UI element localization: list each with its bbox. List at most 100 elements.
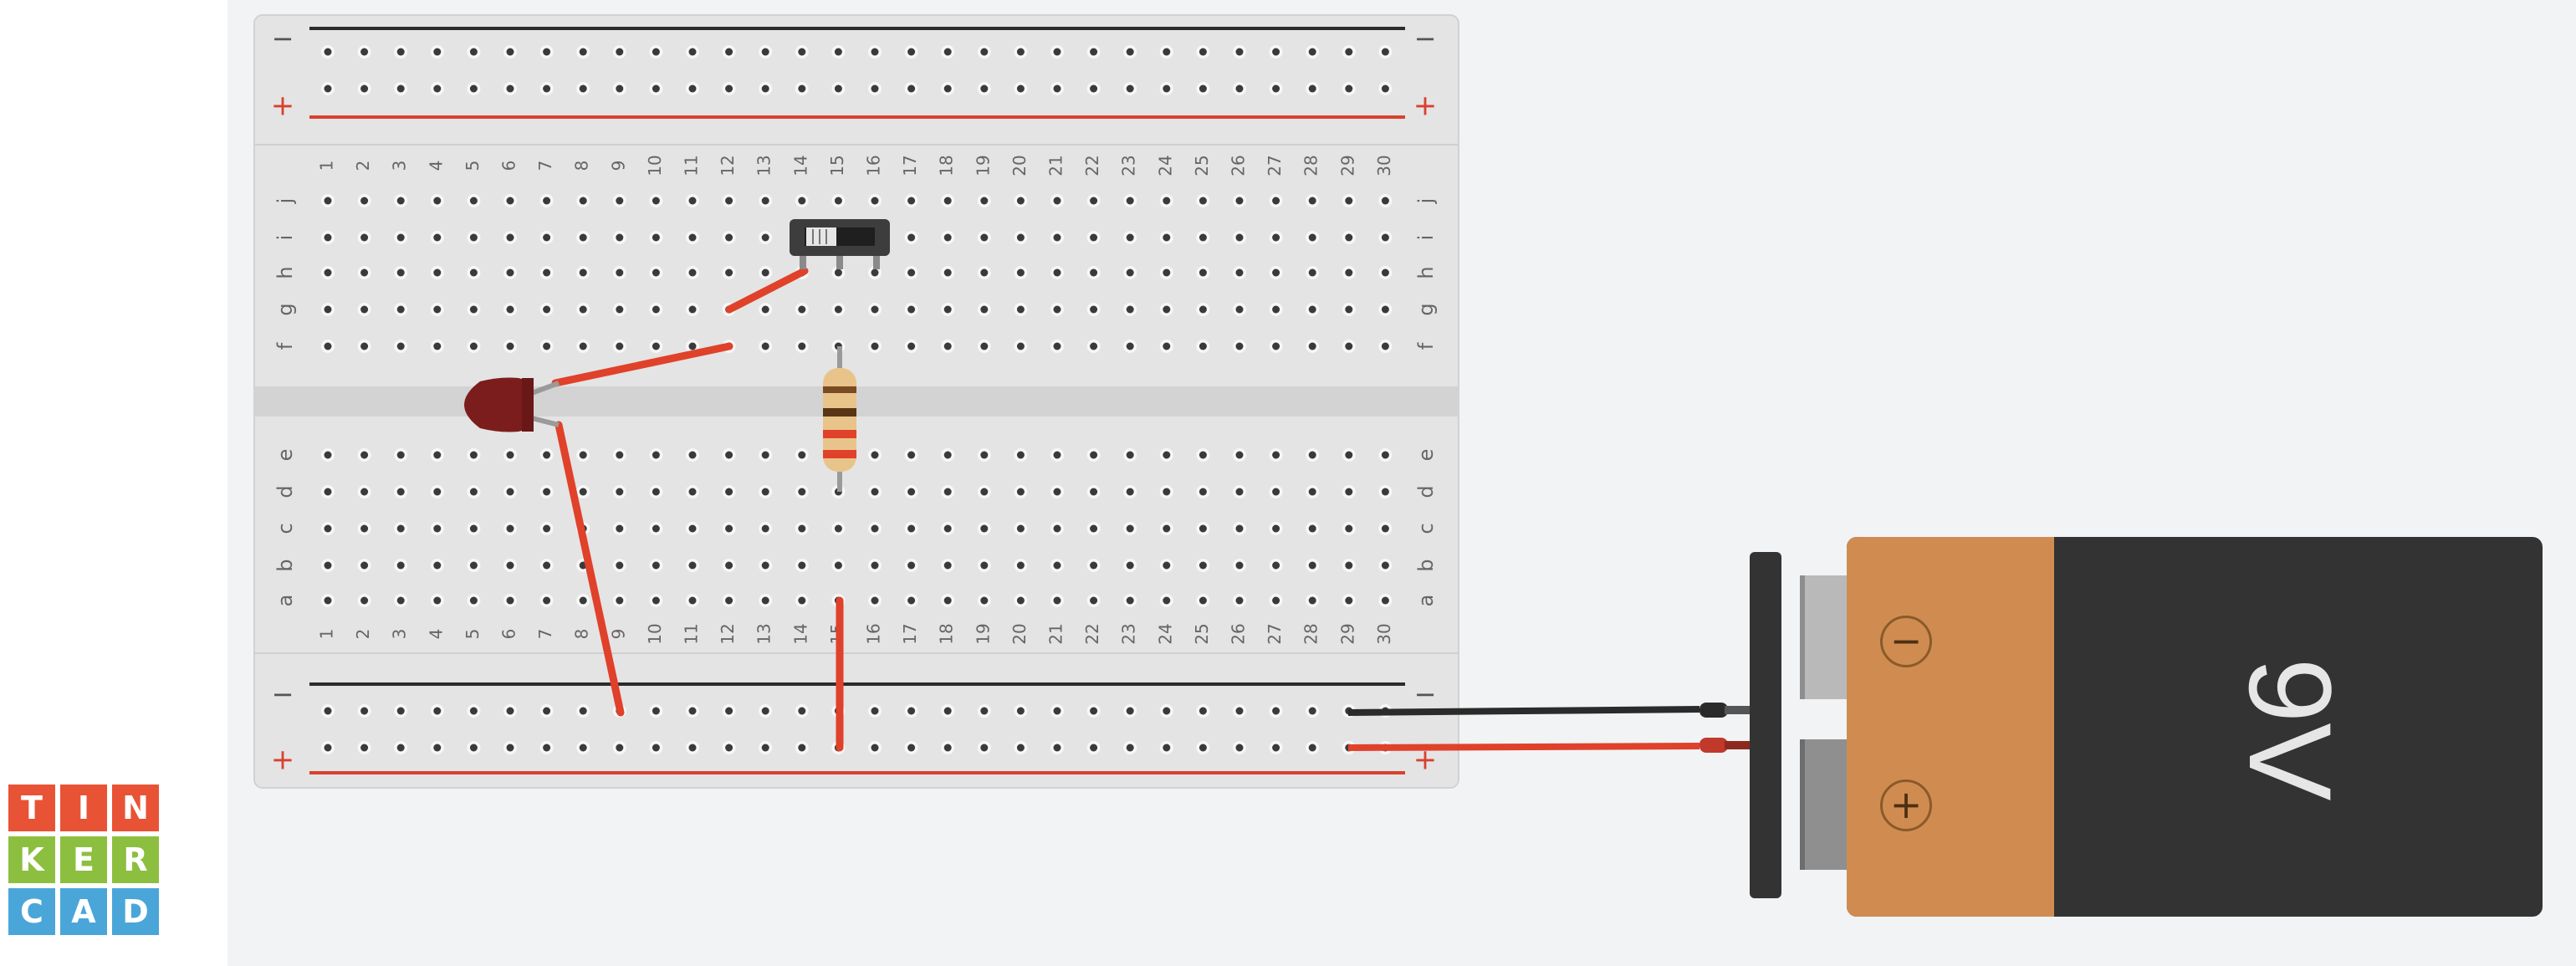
breadboard-hole[interactable] xyxy=(576,266,590,279)
breadboard-hole[interactable] xyxy=(503,303,517,316)
breadboard-hole[interactable] xyxy=(795,303,809,316)
rail-hole[interactable] xyxy=(539,45,554,59)
breadboard-hole[interactable] xyxy=(357,522,371,535)
breadboard-hole[interactable] xyxy=(977,266,991,279)
breadboard-hole[interactable] xyxy=(612,194,626,207)
rail-hole[interactable] xyxy=(977,82,991,95)
positive-terminal[interactable] xyxy=(1800,739,1852,870)
breadboard-hole[interactable] xyxy=(1159,231,1173,244)
breadboard-hole[interactable] xyxy=(1086,231,1101,244)
breadboard-hole[interactable] xyxy=(467,340,481,353)
breadboard-hole[interactable] xyxy=(941,559,955,572)
breadboard-hole[interactable] xyxy=(612,266,626,279)
breadboard-hole[interactable] xyxy=(357,194,371,207)
breadboard-hole[interactable] xyxy=(467,559,481,572)
breadboard-hole[interactable] xyxy=(1014,231,1028,244)
breadboard-hole[interactable] xyxy=(321,303,335,316)
rail-hole[interactable] xyxy=(686,45,699,59)
rail-hole[interactable] xyxy=(576,45,590,59)
breadboard-hole[interactable] xyxy=(394,340,408,353)
breadboard-hole[interactable] xyxy=(357,266,371,279)
rail-hole[interactable] xyxy=(1086,82,1101,95)
breadboard-hole[interactable] xyxy=(576,194,590,207)
breadboard-hole[interactable] xyxy=(795,594,809,607)
rail-hole[interactable] xyxy=(868,704,882,718)
rail-hole[interactable] xyxy=(1306,741,1320,754)
breadboard-hole[interactable] xyxy=(1196,485,1210,498)
rail-hole[interactable] xyxy=(868,82,882,95)
breadboard-hole[interactable] xyxy=(1269,231,1283,244)
breadboard-hole[interactable] xyxy=(357,448,371,462)
breadboard-hole[interactable] xyxy=(1306,266,1320,279)
breadboard-hole[interactable] xyxy=(722,594,736,607)
rail-hole[interactable] xyxy=(904,82,918,95)
breadboard-hole[interactable] xyxy=(1233,522,1246,535)
breadboard-hole[interactable] xyxy=(649,303,663,316)
rail-hole[interactable] xyxy=(1050,741,1064,754)
breadboard-hole[interactable] xyxy=(722,448,736,462)
breadboard-hole[interactable] xyxy=(795,194,809,207)
breadboard-hole[interactable] xyxy=(467,303,481,316)
rail-hole[interactable] xyxy=(1196,704,1210,718)
breadboard-hole[interactable] xyxy=(649,559,663,572)
breadboard-hole[interactable] xyxy=(1050,485,1064,498)
breadboard-hole[interactable] xyxy=(1269,303,1283,316)
breadboard-hole[interactable] xyxy=(759,303,773,316)
rail-hole[interactable] xyxy=(1196,82,1210,95)
breadboard-hole[interactable] xyxy=(430,194,444,207)
rail-hole[interactable] xyxy=(394,45,408,59)
breadboard-hole[interactable] xyxy=(868,340,882,353)
rail-hole[interactable] xyxy=(722,82,736,95)
breadboard-hole[interactable] xyxy=(759,559,773,572)
breadboard-hole[interactable] xyxy=(941,522,955,535)
breadboard-hole[interactable] xyxy=(868,303,882,316)
breadboard-hole[interactable] xyxy=(1123,448,1137,462)
breadboard-hole[interactable] xyxy=(321,594,335,607)
breadboard-hole[interactable] xyxy=(977,231,991,244)
breadboard-hole[interactable] xyxy=(503,485,517,498)
breadboard-hole[interactable] xyxy=(503,448,517,462)
breadboard-hole[interactable] xyxy=(357,340,371,353)
rail-hole[interactable] xyxy=(1378,82,1393,95)
breadboard-hole[interactable] xyxy=(1196,340,1210,353)
breadboard-hole[interactable] xyxy=(1014,340,1028,353)
breadboard-hole[interactable] xyxy=(394,559,408,572)
breadboard-hole[interactable] xyxy=(759,231,773,244)
rail-hole[interactable] xyxy=(941,741,955,754)
breadboard-hole[interactable] xyxy=(1233,559,1246,572)
breadboard-hole[interactable] xyxy=(1014,594,1028,607)
rail-hole[interactable] xyxy=(430,82,444,95)
red-led[interactable] xyxy=(464,377,560,432)
breadboard-hole[interactable] xyxy=(1159,194,1173,207)
rail-hole[interactable] xyxy=(977,741,991,754)
breadboard-hole[interactable] xyxy=(1342,194,1356,207)
breadboard-hole[interactable] xyxy=(539,559,554,572)
rail-hole[interactable] xyxy=(503,741,517,754)
breadboard-hole[interactable] xyxy=(321,559,335,572)
breadboard-hole[interactable] xyxy=(722,194,736,207)
rail-hole[interactable] xyxy=(904,741,918,754)
breadboard-hole[interactable] xyxy=(686,485,699,498)
breadboard-hole[interactable] xyxy=(1269,194,1283,207)
breadboard-hole[interactable] xyxy=(1086,266,1101,279)
breadboard-hole[interactable] xyxy=(722,522,736,535)
breadboard-hole[interactable] xyxy=(1342,594,1356,607)
rail-hole[interactable] xyxy=(394,82,408,95)
breadboard-hole[interactable] xyxy=(539,485,554,498)
breadboard-hole[interactable] xyxy=(430,594,444,607)
breadboard-hole[interactable] xyxy=(1014,448,1028,462)
rail-hole[interactable] xyxy=(430,741,444,754)
breadboard-hole[interactable] xyxy=(1269,266,1283,279)
breadboard-hole[interactable] xyxy=(722,266,736,279)
breadboard-hole[interactable] xyxy=(1050,194,1064,207)
breadboard-hole[interactable] xyxy=(1050,448,1064,462)
rail-hole[interactable] xyxy=(722,704,736,718)
breadboard-hole[interactable] xyxy=(1159,303,1173,316)
breadboard-hole[interactable] xyxy=(831,559,846,572)
breadboard-hole[interactable] xyxy=(1378,485,1393,498)
breadboard-hole[interactable] xyxy=(795,559,809,572)
breadboard-hole[interactable] xyxy=(941,194,955,207)
breadboard-hole[interactable] xyxy=(430,266,444,279)
rail-hole[interactable] xyxy=(1014,741,1028,754)
breadboard-hole[interactable] xyxy=(503,522,517,535)
